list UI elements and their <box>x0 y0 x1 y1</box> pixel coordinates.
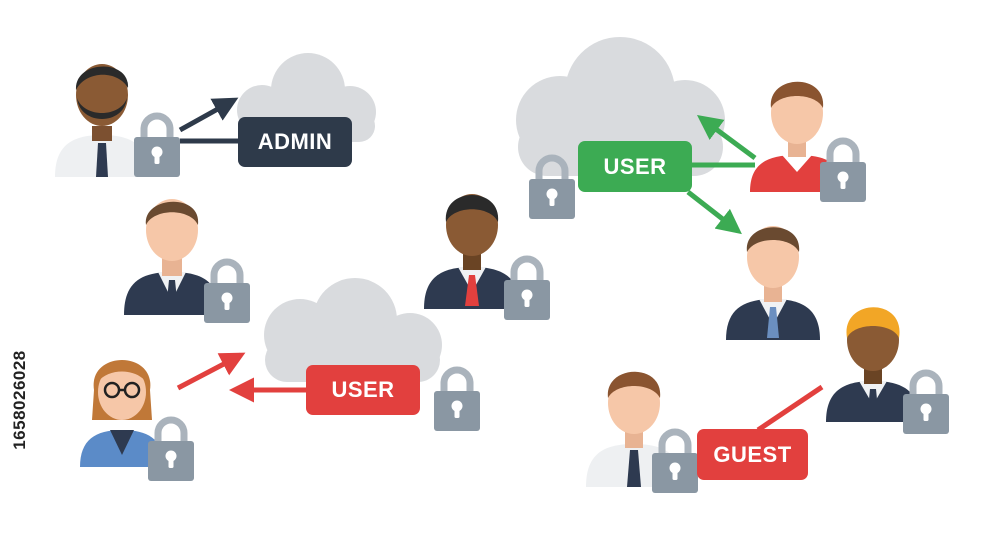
padlock-icon <box>148 420 194 481</box>
user-role-label-red: USER <box>306 365 420 415</box>
padlock-icon <box>134 116 180 177</box>
arrow-icon <box>176 352 246 391</box>
person-icon <box>55 64 149 177</box>
padlock-icon <box>504 259 550 320</box>
person-icon <box>726 226 820 340</box>
padlock-icon <box>652 432 698 493</box>
person-icon <box>826 307 920 422</box>
guest-role-label: GUEST <box>697 429 808 480</box>
user-role-label-green: USER <box>578 141 692 192</box>
stock-id-watermark: 1658026028 <box>0 280 40 520</box>
stock-id-text: 1658026028 <box>10 350 29 450</box>
person-icon <box>80 360 164 467</box>
arrow-icon <box>686 190 742 235</box>
padlock-icon <box>434 370 480 431</box>
arrow-icon <box>696 115 757 161</box>
padlock-icon <box>820 141 866 202</box>
person-icon <box>424 194 520 309</box>
admin-role-label: ADMIN <box>238 117 352 167</box>
arrow-icon <box>178 97 239 133</box>
padlock-icon <box>204 262 250 323</box>
padlock-icon <box>903 373 949 434</box>
person-icon <box>124 199 220 315</box>
cloud-icon <box>264 278 442 382</box>
arrow-icon <box>756 384 824 433</box>
